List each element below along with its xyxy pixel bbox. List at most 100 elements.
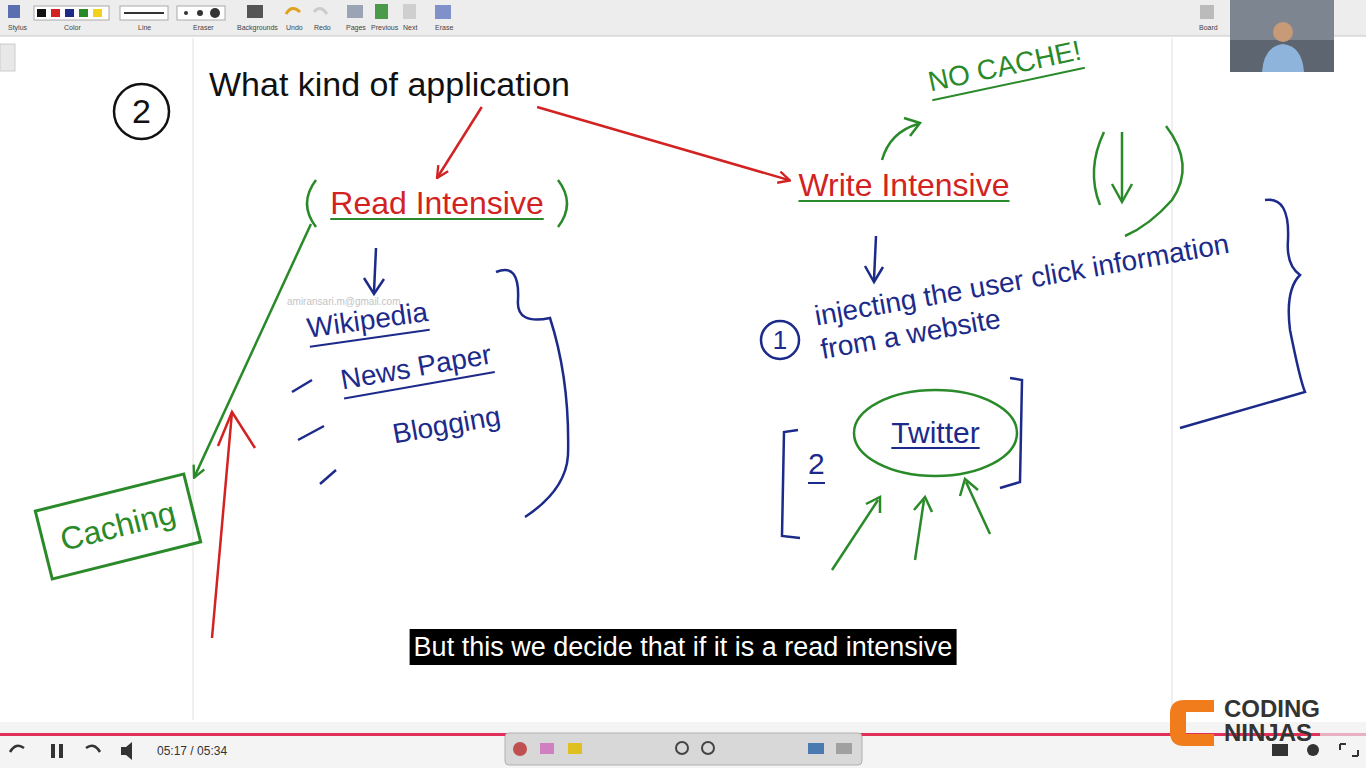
blue-arrow: [874, 236, 876, 280]
down-arrow: [1121, 132, 1124, 200]
node-text: Read Intensive: [330, 184, 543, 222]
subtitle: But this we decide that if it is a read …: [410, 629, 957, 665]
blue-arrow-head: [865, 266, 883, 282]
eraser-dot: [184, 11, 188, 15]
callout-circle: [761, 321, 799, 359]
color-swatch: [37, 9, 46, 17]
note-text: injecting the user click information fro…: [812, 224, 1257, 367]
color-swatch: [51, 9, 60, 17]
green-arrow-head: [866, 497, 880, 513]
node-text: Caching: [56, 494, 179, 560]
toolbar-label: Line: [138, 24, 151, 32]
callout-number: 2: [808, 446, 825, 484]
toolbar-label: Board: [1199, 24, 1218, 32]
board-margin: [1171, 38, 1173, 720]
node-text: 2: [132, 91, 151, 132]
line-sample: [124, 12, 164, 14]
write-intensive-node: Write Intensive: [790, 160, 1018, 211]
toolbar-label: Next: [403, 24, 417, 32]
fullscreen-icon: [1340, 744, 1358, 756]
captions-icon: [1272, 744, 1288, 756]
toolbar-label: Pages: [346, 24, 366, 32]
toolbar-label: Redo: [314, 24, 331, 32]
logo-mark: [1170, 700, 1214, 746]
pages-icon: [347, 5, 363, 18]
toolbar-label: Backgrounds: [237, 24, 278, 32]
toolbar-label: Erase: [435, 24, 453, 32]
redo-icon: [314, 8, 327, 14]
heading-node: What kind of application: [205, 62, 574, 107]
toolbar-label: Undo: [286, 24, 303, 32]
step-circle: 2: [112, 82, 171, 141]
green-arrow-head: [914, 497, 932, 512]
note-text: NO CACHE!: [925, 34, 1085, 101]
forward-icon: [86, 746, 100, 752]
webcam-frame: [1230, 0, 1334, 72]
rewind-icon: [10, 746, 24, 752]
read-intensive-node: Read Intensive: [300, 178, 574, 229]
down-arrow-head: [1112, 184, 1132, 202]
tool-icon: [808, 743, 824, 754]
paren-stroke: [307, 180, 316, 227]
list-tick: [298, 426, 324, 440]
blue-arrow-head: [364, 278, 384, 294]
previous-icon: [375, 4, 388, 19]
board-margin: [192, 38, 194, 720]
toolbar-label: Stylus: [8, 24, 27, 32]
red-arrow: [212, 412, 232, 638]
eraser-picker: [177, 6, 225, 20]
toolbar-label: Eraser: [193, 24, 214, 32]
presenter-body: [1262, 44, 1304, 72]
twitter-bracket: [782, 430, 800, 538]
erase-icon: [435, 5, 451, 19]
list-item: News Paper: [338, 338, 494, 400]
twitter-ellipse: Twitter: [852, 388, 1019, 478]
player-bar: [0, 722, 1366, 768]
green-arrow-head: [960, 479, 978, 496]
paren-stroke: [558, 180, 567, 227]
toolbar-bar: [0, 0, 1366, 36]
pause-icon: [51, 744, 55, 758]
color-swatch: [34, 6, 109, 20]
green-arrow-head: [904, 118, 920, 136]
outline-stroke: [854, 390, 1017, 476]
list-brace: [496, 270, 568, 517]
line-picker: [120, 6, 168, 20]
board-icon: [1200, 5, 1214, 19]
outline-stroke: [114, 84, 169, 139]
presenter-head: [1273, 22, 1293, 42]
toolbar-label: Color: [64, 24, 81, 32]
color-swatch: [93, 9, 102, 17]
next-icon: [403, 4, 416, 19]
eraser-dot: [210, 8, 220, 18]
time-display: 05:17 / 05:34: [157, 744, 227, 758]
color-swatch: [65, 9, 74, 17]
undo-icon: [286, 8, 300, 14]
side-tab: [0, 44, 15, 71]
list-tick: [292, 380, 312, 392]
twitter-bracket: [1000, 378, 1022, 488]
pause-icon: [59, 744, 63, 758]
green-arrow: [882, 124, 918, 160]
settings-icon: [1307, 744, 1319, 756]
tool-icon: [676, 742, 688, 754]
callout-number: 1: [768, 325, 792, 355]
node-text: What kind of application: [209, 64, 570, 105]
caching-box: Caching: [33, 472, 202, 581]
tool-icon: [540, 743, 554, 754]
toolbar-label: Previous: [371, 24, 398, 32]
node-text: Write Intensive: [798, 166, 1009, 204]
tool-icon: [568, 743, 582, 754]
green-arrow: [832, 500, 878, 570]
tool-icon: [702, 742, 714, 754]
toolbar-edge: [0, 36, 1366, 37]
node-text: Twitter: [891, 415, 979, 451]
volume-icon: [121, 742, 132, 760]
connector-arrow: [537, 107, 790, 180]
list-tick: [320, 470, 336, 484]
red-arrow-head: [218, 412, 255, 448]
brand-logo-text: CODING NINJAS: [1224, 697, 1359, 745]
backgrounds-icon: [247, 5, 263, 18]
list-item: Blogging: [390, 399, 503, 451]
connector-arrow: [194, 224, 311, 478]
